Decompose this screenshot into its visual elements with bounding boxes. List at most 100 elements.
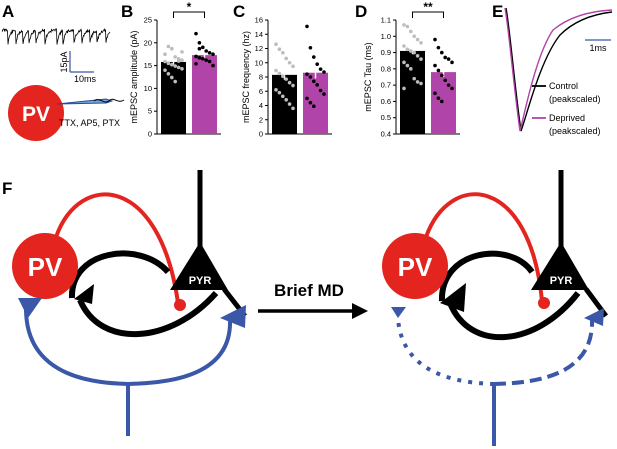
data-point xyxy=(173,64,177,68)
data-point xyxy=(277,90,282,95)
y-tick-label: 5 xyxy=(148,107,152,116)
data-point xyxy=(201,45,205,50)
y-tick-label: 6 xyxy=(259,87,263,96)
y-tick-label: 0.5 xyxy=(381,113,391,122)
panel-b-letter: B xyxy=(121,2,133,21)
pyr-label-after: PYR xyxy=(550,275,573,287)
y-tick-label: 12 xyxy=(255,44,263,53)
pv-synapse-terminal-after xyxy=(538,297,550,309)
y-tick-label: 15 xyxy=(144,61,152,70)
y-axis-label: mEPSC Tau (ms) xyxy=(363,42,373,111)
panel-a: A 15pA 10ms PV TTX, AP5, PTX xyxy=(1,2,125,141)
data-point xyxy=(443,55,448,60)
pyr-axon-upper xyxy=(68,250,171,299)
pyr-to-pv-synapse-enlarged xyxy=(440,283,466,312)
data-point xyxy=(402,44,406,48)
data-point xyxy=(163,52,167,56)
thalamic-input-to-pyr xyxy=(127,319,233,386)
transition: Brief MD xyxy=(258,281,368,319)
pv-cell-label: PV xyxy=(22,103,50,126)
data-point xyxy=(419,81,423,86)
data-point xyxy=(163,59,167,64)
data-point xyxy=(312,55,316,59)
scale-y-label: 15pA xyxy=(59,51,69,72)
legend-deprived-line1: Deprived xyxy=(549,113,585,123)
data-point xyxy=(197,41,202,45)
data-point xyxy=(291,64,295,69)
data-point xyxy=(176,59,181,63)
y-tick-label: 0 xyxy=(148,130,152,139)
data-point xyxy=(274,42,278,47)
data-point xyxy=(440,73,444,78)
data-point xyxy=(166,72,171,76)
bar-control xyxy=(272,74,297,134)
data-point xyxy=(197,46,202,51)
panel-f: F PYR PV Brief MD xyxy=(2,170,609,446)
data-point xyxy=(305,96,309,101)
transition-arrow-head xyxy=(352,303,368,319)
legend-deprived-line2: (peakscaled) xyxy=(549,126,601,136)
data-point xyxy=(450,86,454,91)
data-point xyxy=(166,61,171,66)
data-point xyxy=(440,99,444,104)
data-point xyxy=(194,31,198,36)
data-point xyxy=(446,83,451,87)
data-point xyxy=(315,62,320,66)
data-point xyxy=(308,100,313,105)
data-point xyxy=(281,50,285,55)
pyr-axon-lower xyxy=(77,291,219,337)
significance-bracket xyxy=(412,11,444,18)
input-synapse-on-pv xyxy=(18,298,42,318)
data-point xyxy=(166,44,171,49)
data-point xyxy=(409,67,413,71)
data-point xyxy=(287,80,292,85)
scale-1ms-label: 1ms xyxy=(589,43,607,53)
input-synapse-on-pyr xyxy=(220,305,246,328)
pv-soma xyxy=(12,233,78,299)
y-tick-label: 14 xyxy=(255,30,263,39)
panel-a-letter: A xyxy=(2,2,14,21)
data-point xyxy=(180,66,184,71)
pyr-to-pv-synapse xyxy=(74,284,94,304)
panel-f-letter: F xyxy=(2,179,12,198)
bar-deprived xyxy=(303,72,328,134)
data-point xyxy=(180,50,184,54)
y-tick-label: 16 xyxy=(255,16,263,25)
pyr-axon-lower-after xyxy=(447,291,581,340)
bar-deprived xyxy=(192,55,217,134)
y-tick-label: 8 xyxy=(259,73,263,82)
pv-soma-after xyxy=(382,233,448,299)
transition-label: Brief MD xyxy=(274,281,344,300)
input-synapse-on-pv-shrunk xyxy=(391,307,406,318)
data-point xyxy=(318,67,323,71)
y-tick-label: 0.8 xyxy=(381,64,391,73)
data-point xyxy=(402,86,406,91)
data-point xyxy=(308,45,313,50)
data-point xyxy=(170,46,174,51)
scale-x-label: 10ms xyxy=(74,74,97,84)
data-point xyxy=(277,47,282,52)
data-point xyxy=(315,83,320,87)
data-point xyxy=(284,98,289,102)
bar-deprived xyxy=(431,72,456,134)
data-point xyxy=(277,71,282,76)
panel-e-letter: E xyxy=(492,2,503,21)
data-point xyxy=(284,77,289,81)
input-synapse-on-pyr-after xyxy=(584,308,604,326)
pyr-soma xyxy=(170,242,228,290)
data-point xyxy=(207,59,212,64)
pyr-label: PYR xyxy=(189,275,212,287)
data-point xyxy=(197,56,202,60)
y-tick-label: 1.0 xyxy=(381,32,391,41)
y-tick-label: 20 xyxy=(144,38,152,47)
data-point xyxy=(287,60,292,65)
data-point xyxy=(436,96,441,100)
y-tick-label: 25 xyxy=(144,16,152,25)
data-point xyxy=(194,54,198,59)
data-point xyxy=(405,63,410,68)
significance-stars: * xyxy=(187,0,192,14)
